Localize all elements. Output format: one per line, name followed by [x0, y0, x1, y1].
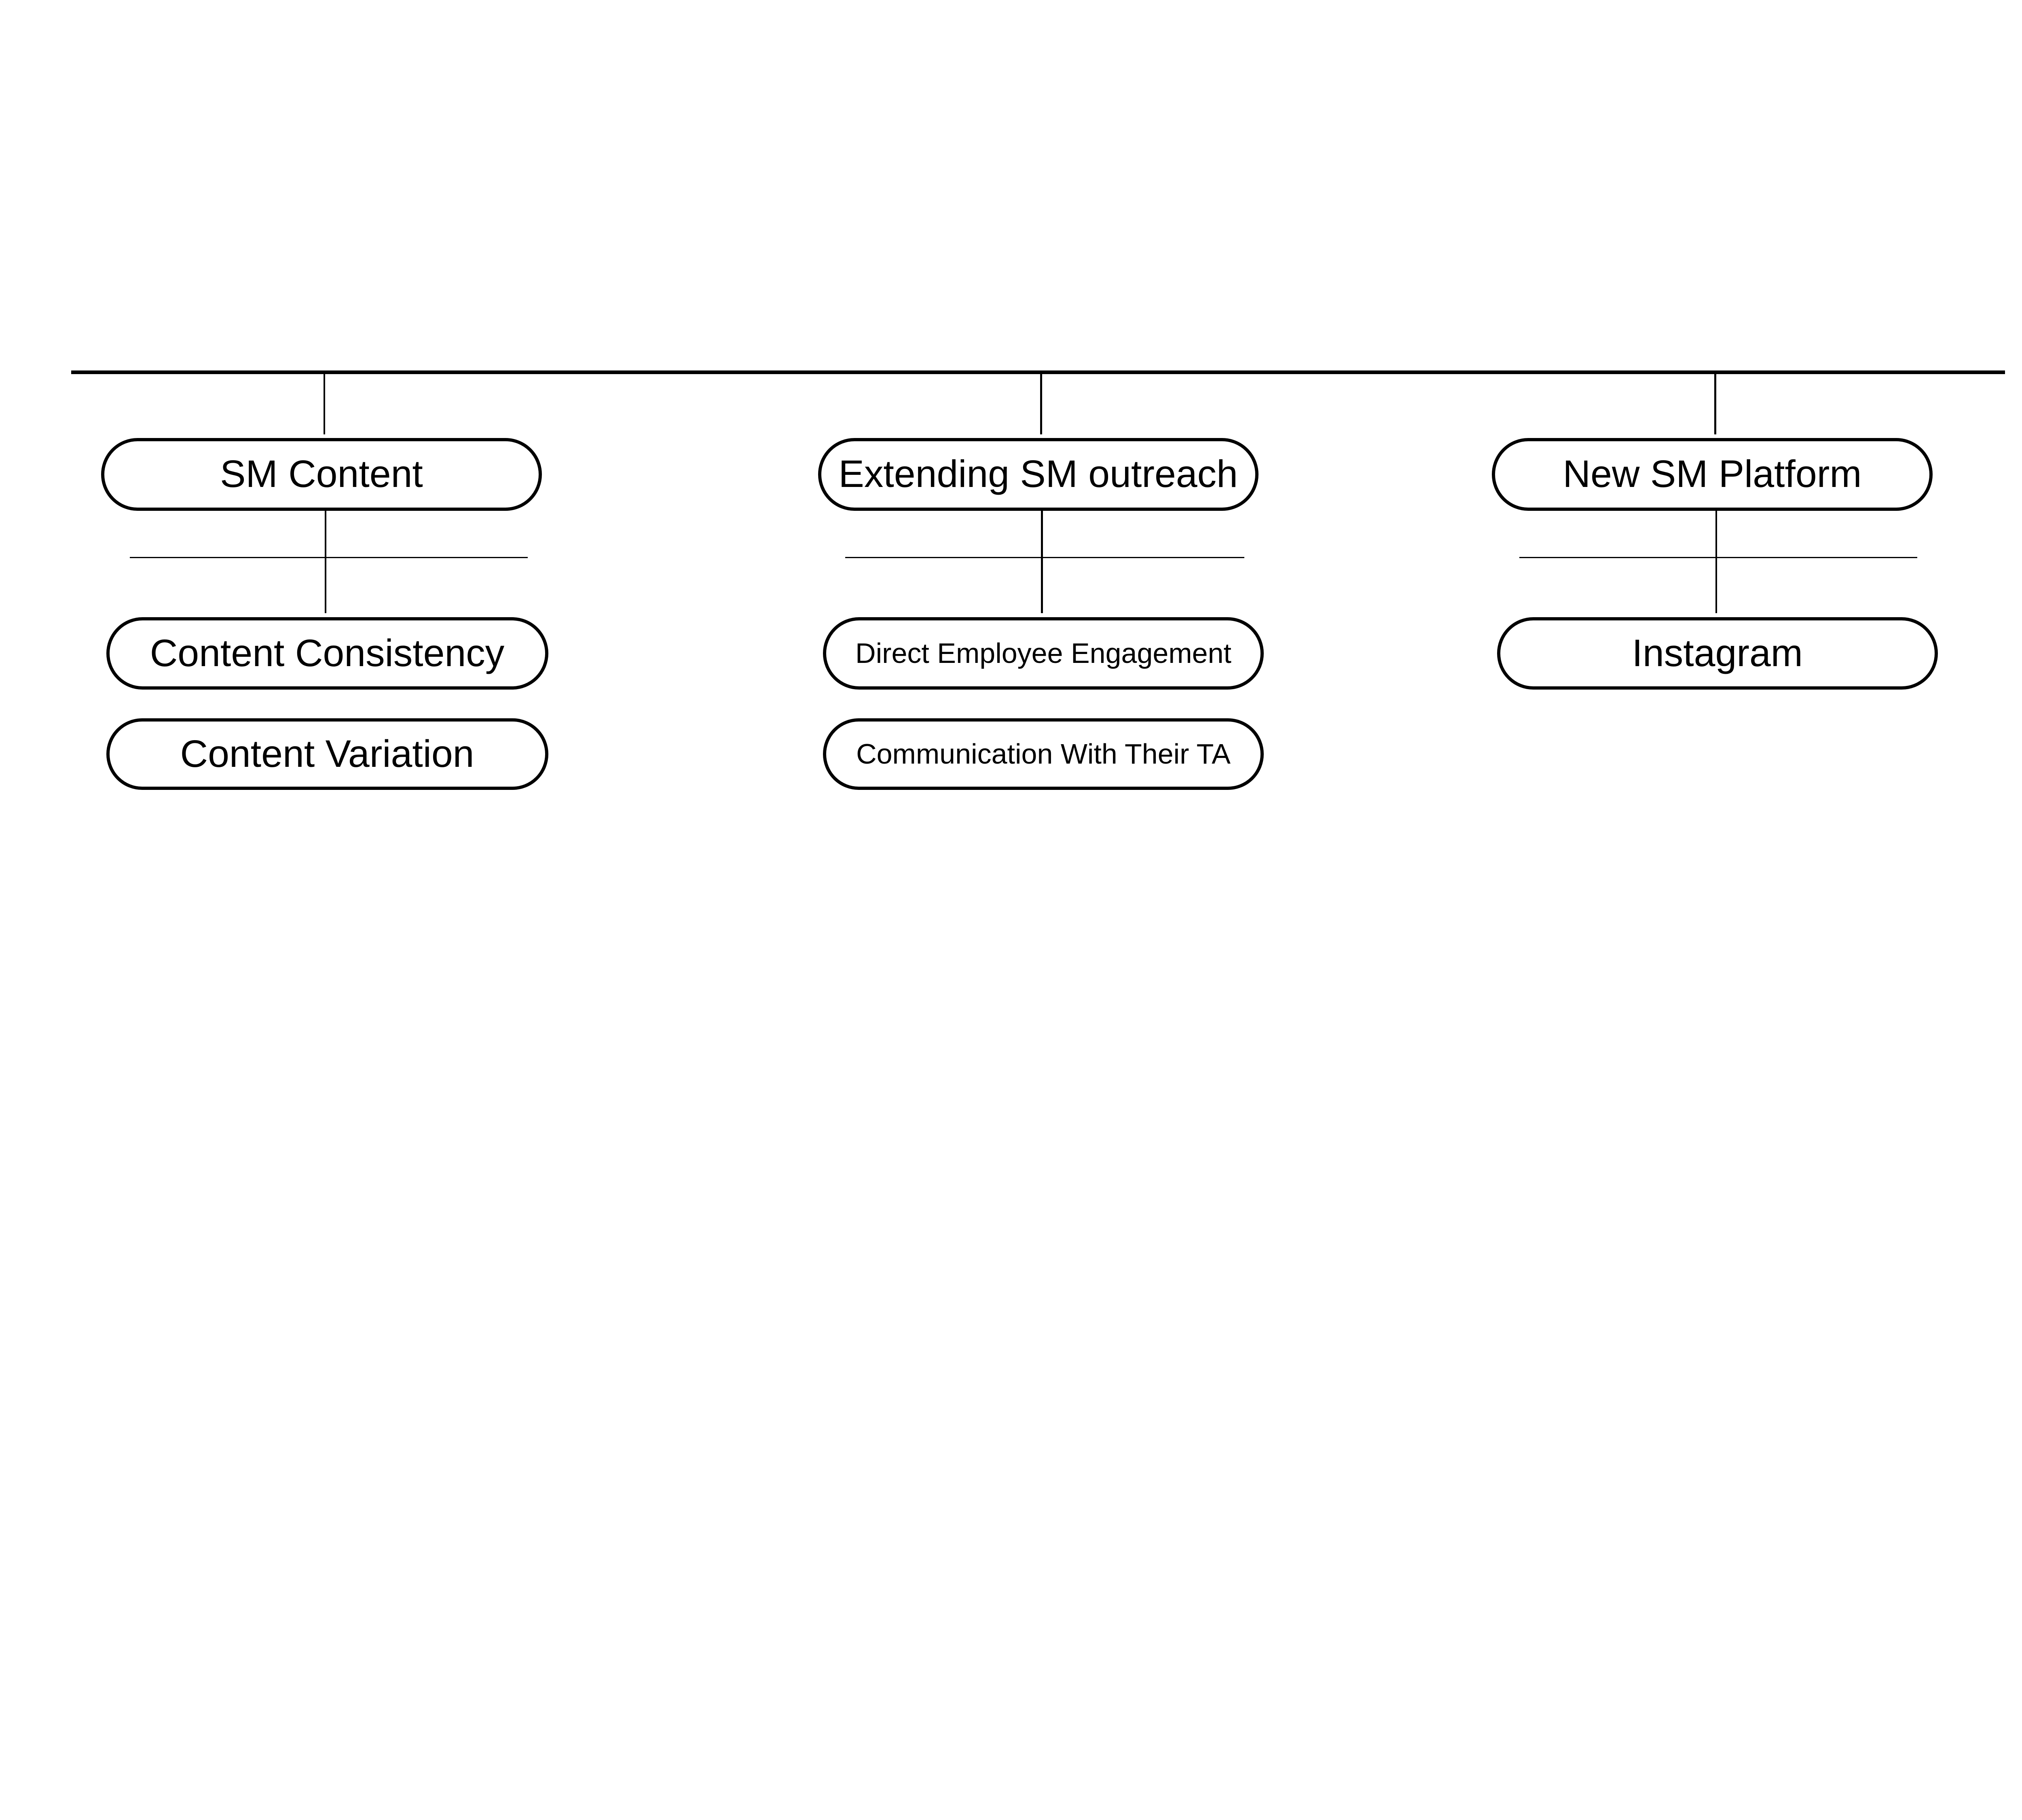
- divider-line: [129, 557, 528, 558]
- divider-line: [1519, 557, 1917, 558]
- connector-line: [1041, 510, 1043, 614]
- node-extending-sm-outreach: Extending SM outreach: [818, 438, 1258, 511]
- connector-line: [324, 510, 326, 614]
- node-direct-employee-engagement: Direct Employee Engagement: [823, 617, 1264, 690]
- node-label: Instagram: [1632, 631, 1803, 675]
- node-label: Content Consistency: [150, 631, 505, 675]
- divider-line: [845, 557, 1244, 558]
- main-horizontal-line: [71, 370, 2005, 375]
- node-instagram: Instagram: [1497, 617, 1938, 690]
- node-content-variation: Content Variation: [106, 718, 548, 790]
- connector-line: [1714, 372, 1716, 434]
- connector-line: [1040, 372, 1042, 434]
- node-communication-with-their-ta: Communication With Their TA: [823, 718, 1264, 790]
- node-new-sm-platform: New SM Platform: [1492, 438, 1933, 511]
- node-sm-content: SM Content: [101, 438, 542, 511]
- node-label: Communication With Their TA: [856, 738, 1231, 770]
- node-label: New SM Platform: [1563, 453, 1862, 496]
- node-label: Direct Employee Engagement: [855, 637, 1231, 669]
- node-label: SM Content: [220, 453, 423, 496]
- connector-line: [323, 372, 325, 434]
- node-label: Content Variation: [180, 732, 474, 775]
- node-label: Extending SM outreach: [838, 453, 1238, 496]
- node-content-consistency: Content Consistency: [106, 617, 548, 690]
- connector-line: [1715, 510, 1717, 614]
- diagram-canvas: SM Content Content Consistency Content V…: [71, 370, 2005, 790]
